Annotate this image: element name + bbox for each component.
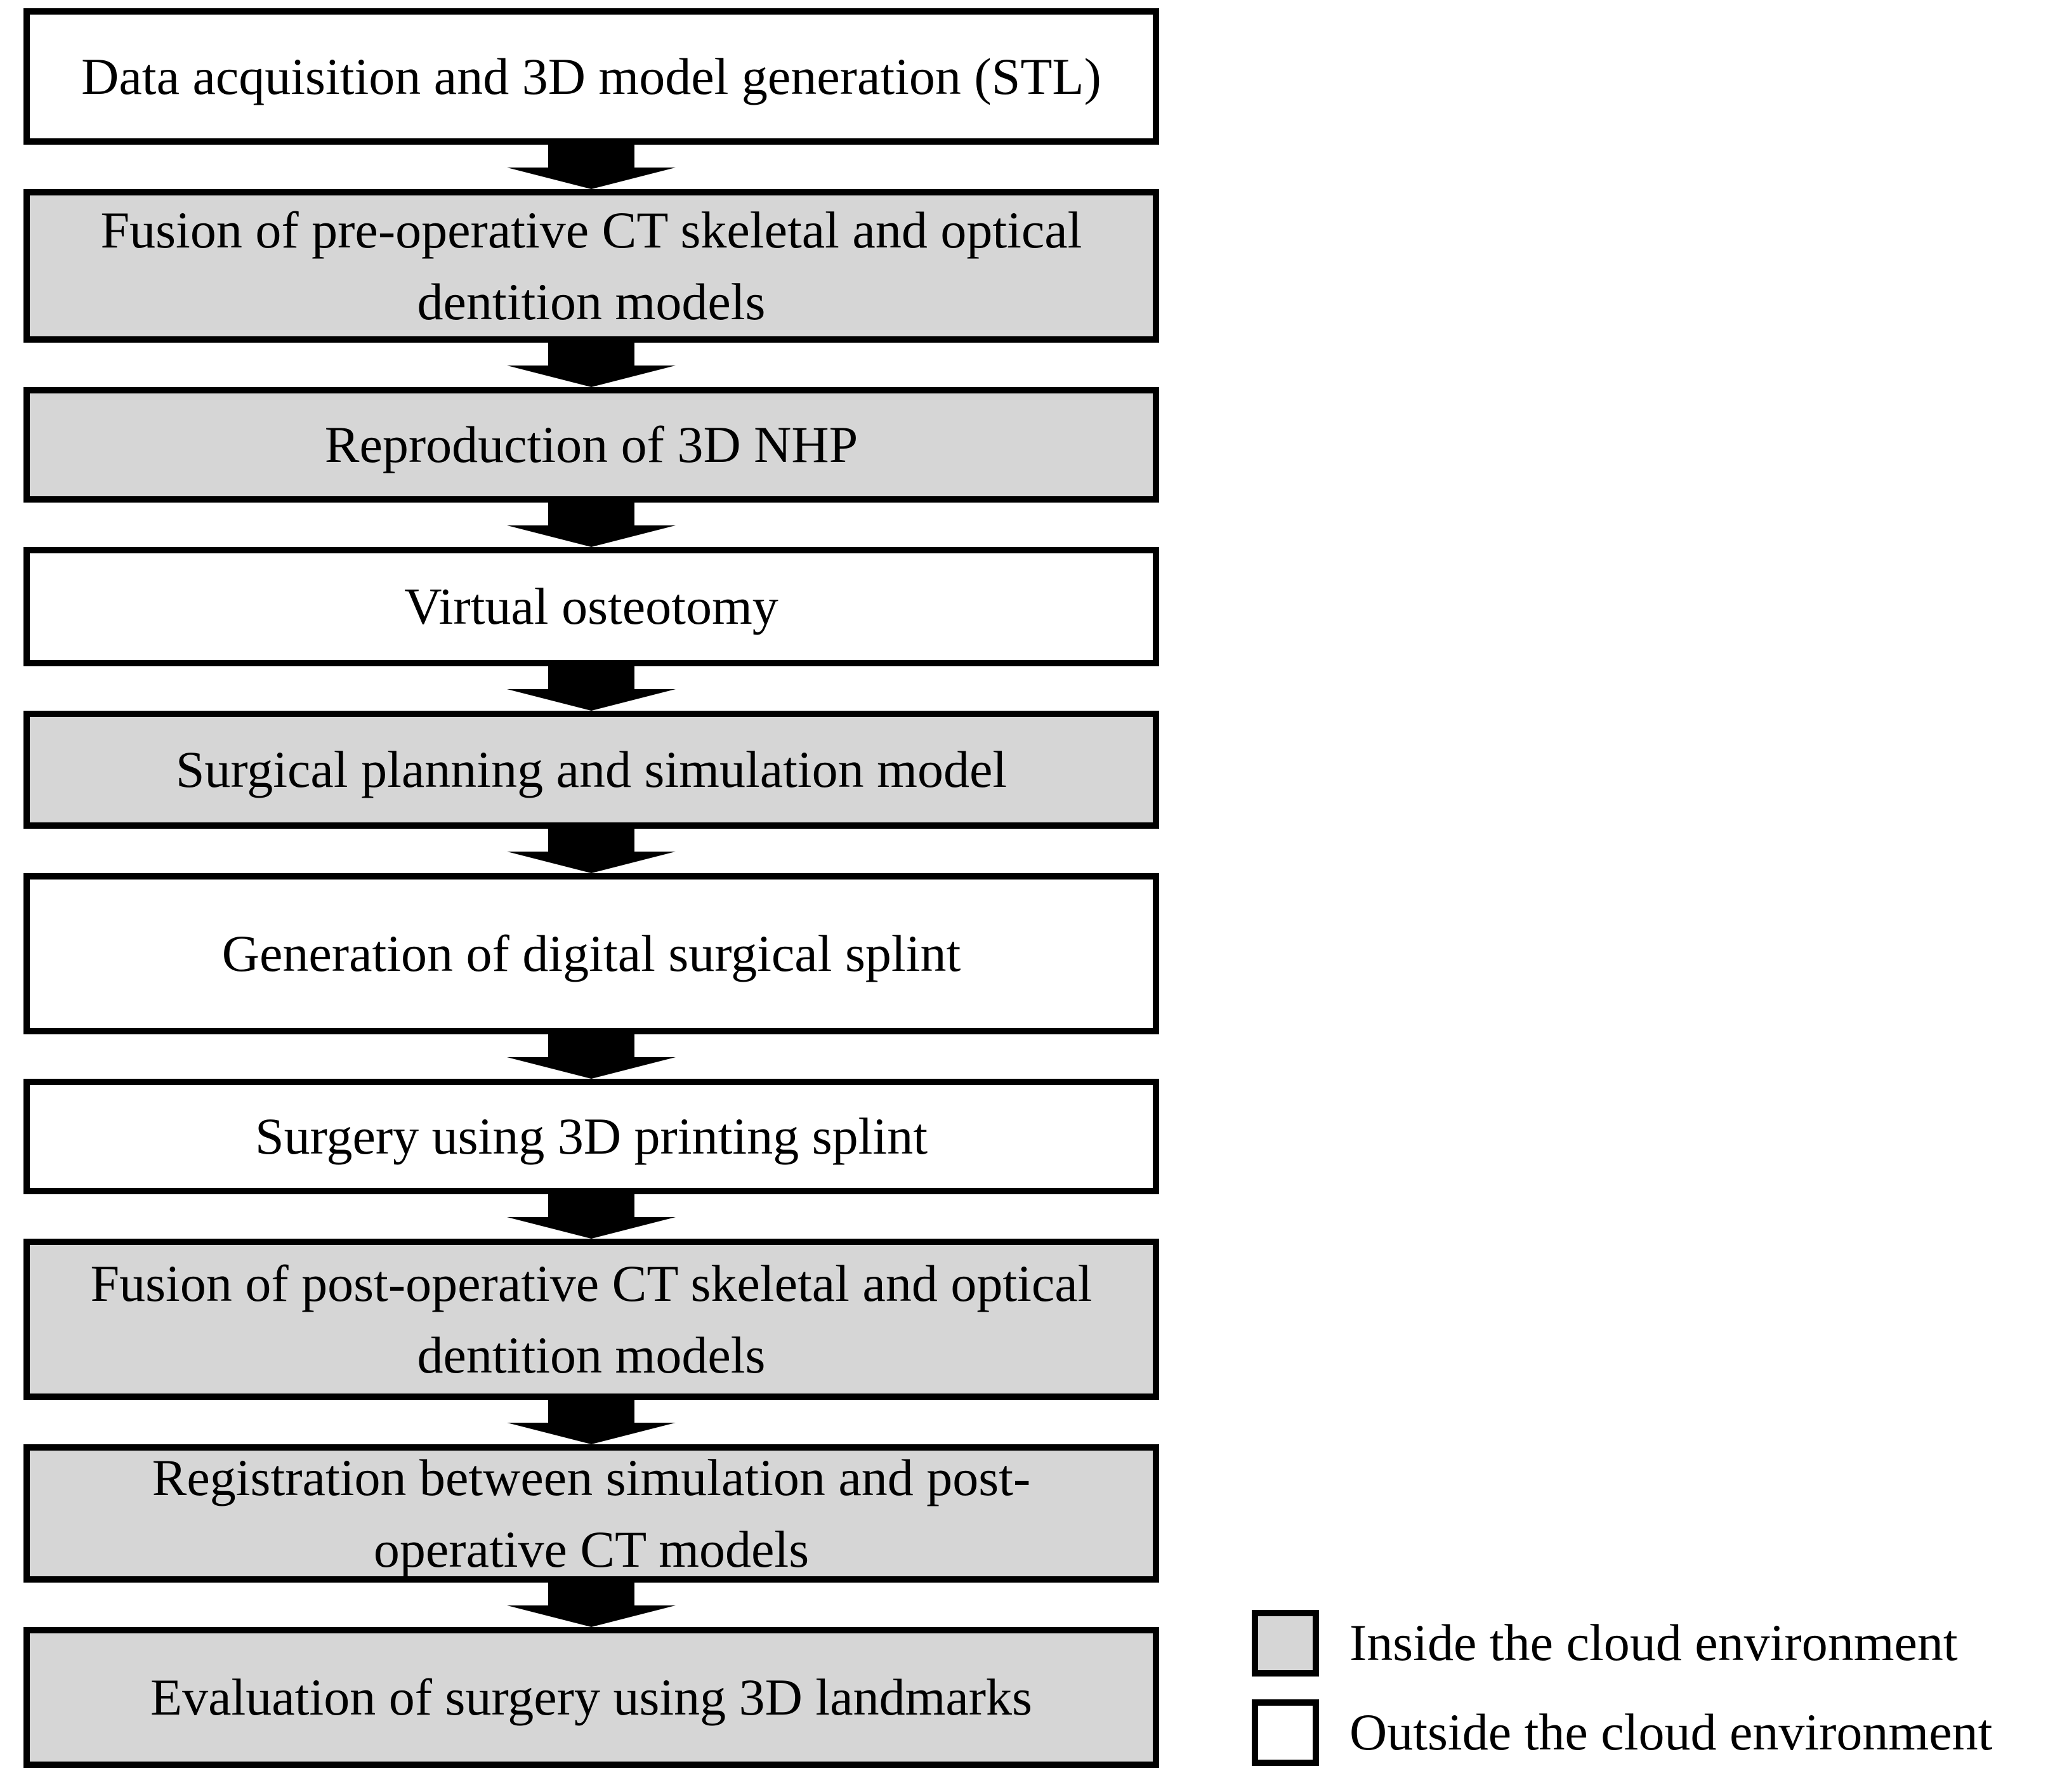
flow-step-evaluation: Evaluation of surgery using 3D landmarks bbox=[23, 1627, 1159, 1768]
legend-label: Inside the cloud environment bbox=[1349, 1614, 1958, 1672]
arrow-down-icon-6 bbox=[23, 1034, 1159, 1079]
arrow-down-icon-2 bbox=[23, 343, 1159, 387]
flow-step-label: Evaluation of surgery using 3D landmarks bbox=[150, 1668, 1032, 1727]
arrow-head bbox=[507, 1217, 676, 1239]
legend-item-outside-cloud: Outside the cloud environment bbox=[1252, 1699, 1992, 1766]
arrow-down-icon-9 bbox=[23, 1583, 1159, 1627]
flow-step-label: Registration between simulation and post… bbox=[152, 1448, 1031, 1578]
arrow-shaft bbox=[548, 1194, 634, 1217]
arrow-shaft bbox=[548, 666, 634, 689]
flow-step-surgical-planning: Surgical planning and simulation model bbox=[23, 711, 1159, 829]
arrow-shaft bbox=[548, 343, 634, 366]
arrow-head bbox=[507, 852, 676, 873]
flow-step-label: Fusion of post-operative CT skeletal and… bbox=[90, 1254, 1093, 1384]
arrow-head bbox=[507, 1605, 676, 1627]
inside-cloud-swatch bbox=[1252, 1610, 1319, 1677]
arrow-down-icon-8 bbox=[23, 1400, 1159, 1444]
flow-step-reproduction-nhp: Reproduction of 3D NHP bbox=[23, 387, 1159, 503]
flow-step-digital-splint: Generation of digital surgical splint bbox=[23, 873, 1159, 1034]
flow-step-label: Virtual osteotomy bbox=[404, 577, 778, 636]
flowchart: Data acquisition and 3D model generation… bbox=[23, 8, 1159, 1768]
legend-item-inside-cloud: Inside the cloud environment bbox=[1252, 1610, 1992, 1677]
outside-cloud-swatch bbox=[1252, 1699, 1319, 1766]
arrow-down-icon-3 bbox=[23, 503, 1159, 547]
flow-step-label: Data acquisition and 3D model generation… bbox=[81, 47, 1101, 105]
arrow-shaft bbox=[548, 503, 634, 525]
flow-step-label: Reproduction of 3D NHP bbox=[324, 416, 858, 474]
arrow-shaft bbox=[548, 829, 634, 852]
flow-step-label: Surgical planning and simulation model bbox=[175, 741, 1008, 799]
flow-step-label: Surgery using 3D printing splint bbox=[255, 1107, 928, 1166]
legend: Inside the cloud environment Outside the… bbox=[1252, 1610, 1992, 1789]
arrow-down-icon-4 bbox=[23, 666, 1159, 711]
arrow-down-icon-5 bbox=[23, 829, 1159, 873]
flow-step-registration: Registration between simulation and post… bbox=[23, 1444, 1159, 1583]
arrow-head bbox=[507, 168, 676, 189]
arrow-down-icon-7 bbox=[23, 1194, 1159, 1239]
arrow-head bbox=[507, 525, 676, 547]
arrow-shaft bbox=[548, 1034, 634, 1057]
flow-step-fusion-preop: Fusion of pre-operative CT skeletal and … bbox=[23, 189, 1159, 343]
flow-step-data-acquisition: Data acquisition and 3D model generation… bbox=[23, 8, 1159, 145]
arrow-head bbox=[507, 1423, 676, 1444]
arrow-head bbox=[507, 366, 676, 387]
arrow-head bbox=[507, 1057, 676, 1079]
flow-step-surgery-3d-splint: Surgery using 3D printing splint bbox=[23, 1079, 1159, 1194]
arrow-shaft bbox=[548, 1583, 634, 1605]
arrow-head bbox=[507, 689, 676, 711]
legend-label: Outside the cloud environment bbox=[1349, 1703, 1993, 1762]
arrow-shaft bbox=[548, 145, 634, 168]
flow-step-label: Generation of digital surgical splint bbox=[221, 925, 961, 983]
flow-step-fusion-postop: Fusion of post-operative CT skeletal and… bbox=[23, 1239, 1159, 1400]
flow-step-virtual-osteotomy: Virtual osteotomy bbox=[23, 547, 1159, 666]
flow-step-label: Fusion of pre-operative CT skeletal and … bbox=[100, 201, 1082, 331]
arrow-shaft bbox=[548, 1400, 634, 1423]
arrow-down-icon-1 bbox=[23, 145, 1159, 189]
